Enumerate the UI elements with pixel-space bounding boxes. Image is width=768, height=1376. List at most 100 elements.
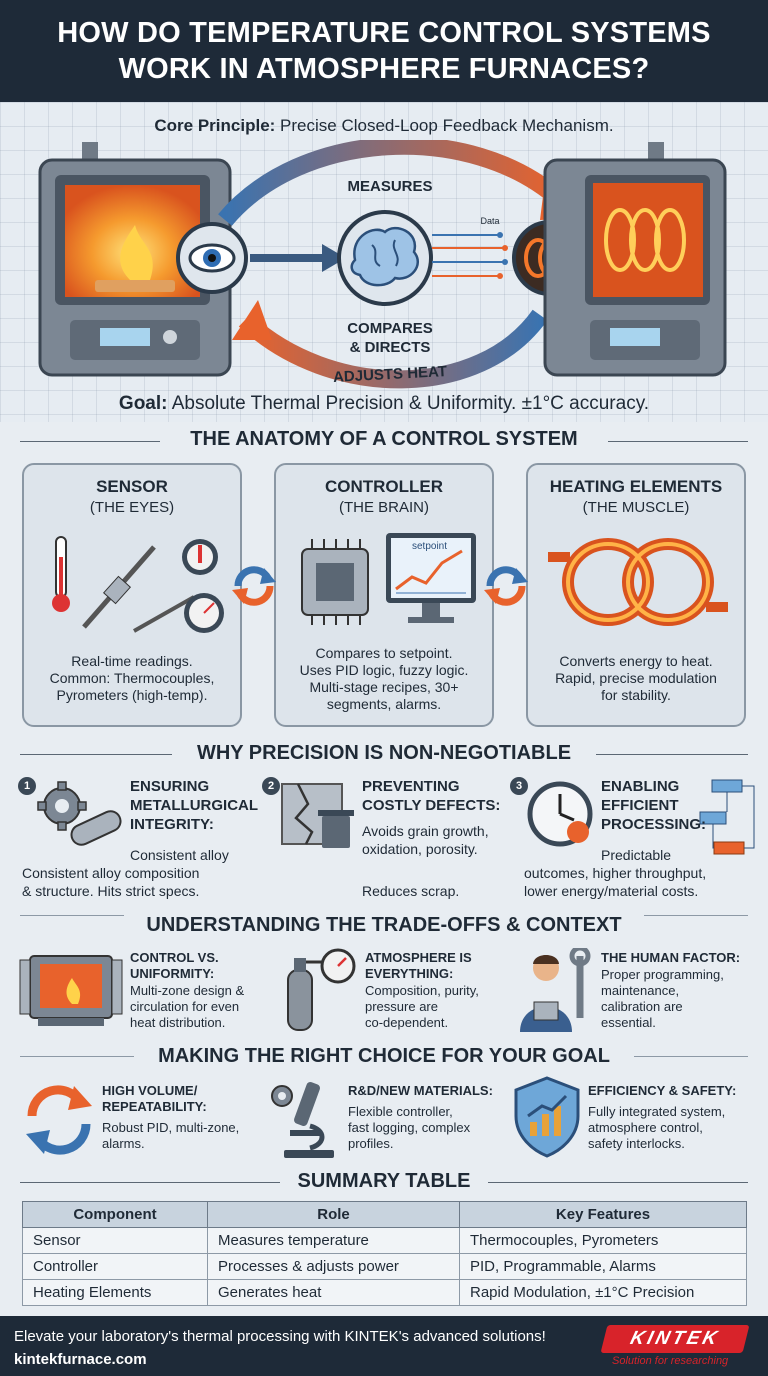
column-header: Component	[22, 1201, 208, 1228]
precision-item-desc: Avoids grain growth,	[362, 823, 489, 839]
anatomy-title: THE ANATOMY OF A CONTROL SYSTEM	[190, 428, 578, 450]
summary-title: SUMMARY TABLE	[297, 1170, 471, 1192]
logo-tagline: Solution for researching	[612, 1355, 729, 1367]
tradeoffs-title: UNDERSTANDING THE TRADE-OFFS & CONTEXT	[124, 914, 644, 937]
divider	[488, 1182, 748, 1183]
precision-item-desc: lower energy/material costs.	[524, 883, 699, 899]
coil-icon	[548, 538, 728, 626]
card-description: Converts energy to heat. Rapid, precise …	[555, 653, 717, 703]
gear-icon	[37, 781, 122, 846]
card-subtitle: (THE BRAIN)	[339, 499, 429, 516]
directs-label: & DIRECTS	[349, 339, 431, 356]
controller-icon	[301, 533, 476, 625]
table-cell: Generates heat	[207, 1279, 460, 1306]
choice-item-title: HIGH VOLUME/ REPEATABILITY:	[102, 1083, 207, 1114]
precision-item-desc: Reduces scrap.	[362, 883, 460, 899]
card-description: Real-time readings. Common: Thermocouple…	[49, 653, 215, 703]
column-header: Key Features	[459, 1201, 747, 1228]
divider	[20, 1182, 280, 1183]
microscope-icon	[271, 1082, 334, 1158]
brain-icon	[337, 210, 433, 306]
choice-item-title: EFFICIENCY & SAFETY:	[588, 1083, 737, 1098]
sensor-icon	[52, 536, 224, 633]
furnace-right-icon	[543, 142, 727, 377]
column-header: Role	[207, 1201, 460, 1228]
tradeoff-item-desc: Proper programming, maintenance, calibra…	[601, 967, 724, 1030]
precision-item-desc: & structure. Hits strict specs.	[22, 883, 200, 899]
eye-icon	[176, 222, 248, 294]
table-row: Heating Elements Generates heat Rapid Mo…	[22, 1279, 747, 1306]
footer-tagline: Elevate your laboratory's thermal proces…	[14, 1328, 546, 1345]
flowchart-icon	[699, 779, 755, 855]
divider	[596, 754, 748, 755]
step-number: 3	[510, 777, 528, 795]
step-number: 2	[262, 777, 280, 795]
choice-item-desc: Flexible controller, fast logging, compl…	[348, 1104, 471, 1151]
goal-text: Absolute Thermal Precision & Uniformity.…	[167, 393, 650, 414]
table-row: Controller Processes & adjusts power PID…	[22, 1253, 747, 1280]
header: HOW DO TEMPERATURE CONTROL SYSTEMS WORK …	[0, 0, 768, 102]
summary-table: Component Role Key Features Sensor Measu…	[22, 1201, 747, 1306]
table-cell: Processes & adjusts power	[207, 1253, 460, 1280]
tradeoff-item-title: ATMOSPHERE IS EVERYTHING:	[365, 950, 472, 981]
card-title: HEATING ELEMENTS	[549, 477, 723, 496]
page-title: HOW DO TEMPERATURE CONTROL SYSTEMS WORK …	[57, 17, 711, 85]
table-cell: Heating Elements	[22, 1279, 208, 1306]
setpoint-label: setpoint	[412, 541, 448, 552]
choice-item-title: R&D/NEW MATERIALS:	[348, 1083, 493, 1098]
feedback-loop-illustration	[38, 140, 727, 389]
table-cell: Rapid Modulation, ±1°C Precision	[459, 1279, 747, 1306]
choice-title: MAKING THE RIGHT CHOICE FOR YOUR GOAL	[134, 1045, 634, 1068]
repeat-icon	[26, 1085, 92, 1155]
goal-label: Goal:	[118, 393, 168, 414]
sensor-card: SENSOR (THE EYES) Real-time readings. Co…	[22, 463, 242, 727]
table-cell: PID, Programmable, Alarms	[459, 1253, 747, 1280]
table-cell: Sensor	[22, 1227, 208, 1254]
precision-title: WHY PRECISION IS NON-NEGOTIABLE	[196, 742, 572, 764]
footer: Elevate your laboratory's thermal proces…	[0, 1316, 768, 1376]
data-label: Data	[480, 216, 500, 226]
shield-chart-icon	[514, 1076, 580, 1158]
core-principle: Core Principle: Precise Closed-Loop Feed…	[0, 116, 768, 136]
precision-item-desc: outcomes, higher throughput,	[524, 865, 707, 881]
divider	[20, 441, 160, 442]
table-cell: Controller	[22, 1253, 208, 1280]
kintek-logo: KINTEK	[600, 1325, 750, 1353]
precision-item-desc: oxidation, porosity.	[362, 841, 478, 857]
tradeoff-item-title: THE HUMAN FACTOR:	[601, 950, 741, 965]
precision-item-title: PREVENTING COSTLY DEFECTS:	[362, 778, 501, 814]
precision-item-title: ENSURING METALLURGICAL INTEGRITY:	[130, 778, 259, 833]
core-principle-text: Precise Closed-Loop Feedback Mechanism.	[275, 116, 614, 135]
data-lines	[432, 232, 508, 279]
step-number: 1	[18, 777, 36, 795]
compares-label: COMPARES	[347, 320, 433, 337]
precision-item-desc: Predictable	[601, 847, 672, 863]
heating-elements-card: HEATING ELEMENTS (THE MUSCLE) Converts e…	[526, 463, 746, 727]
precision-item-desc: Consistent alloy composition	[22, 865, 200, 881]
furnace-icon	[19, 955, 123, 1026]
cracked-defect-icon	[281, 783, 354, 848]
controller-card: CONTROLLER (THE BRAIN) setpoint Compares…	[274, 463, 494, 727]
bottom-arc-arrow	[238, 309, 548, 389]
table-header-row: Component Role Key Features	[22, 1201, 747, 1228]
top-arc-arrow	[218, 140, 566, 226]
measures-label: MEASURES	[347, 178, 433, 195]
tradeoff-item-desc: Composition, purity, pressure are co-dep…	[365, 983, 479, 1030]
cycle-arrows-icon	[484, 566, 528, 606]
choice-item-desc: Robust PID, multi-zone, alarms.	[102, 1120, 240, 1151]
table-cell: Thermocouples, Pyrometers	[459, 1227, 747, 1254]
divider	[20, 754, 172, 755]
furnace-left-icon	[38, 142, 232, 377]
tradeoff-item-desc: Multi-zone design & circulation for even…	[130, 983, 245, 1030]
gas-cylinder-gauge-icon	[287, 948, 356, 1031]
table-row: Sensor Measures temperature Thermocouple…	[22, 1227, 747, 1254]
table-cell: Measures temperature	[207, 1227, 460, 1254]
precision-item-desc: Consistent alloy	[130, 847, 229, 863]
card-subtitle: (THE EYES)	[89, 499, 175, 516]
core-principle-label: Core Principle:	[154, 116, 276, 135]
card-title: CONTROLLER	[324, 477, 444, 496]
technician-icon	[520, 948, 591, 1032]
cycle-arrows-icon	[232, 566, 276, 606]
choice-item-desc: Fully integrated system, atmosphere cont…	[588, 1104, 726, 1151]
website-link[interactable]: kintekfurnace.com	[14, 1351, 147, 1368]
